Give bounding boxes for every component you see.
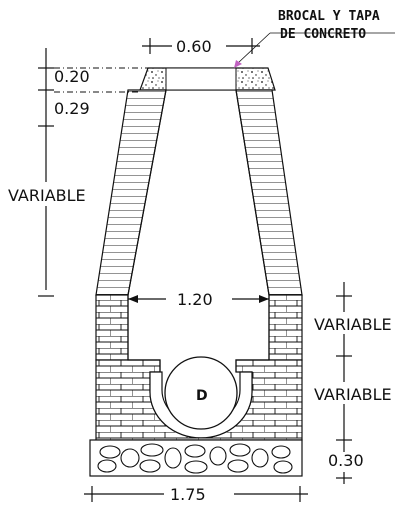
note-leader-line	[237, 32, 271, 64]
dim-inner-width: 1.20	[128, 290, 269, 309]
dim-cone-height-label: VARIABLE	[8, 186, 86, 205]
cover-opening	[165, 67, 237, 91]
left-chamber-wall	[95, 294, 129, 361]
left-cone-wall	[95, 89, 167, 296]
right-vertical-dimensions	[336, 282, 352, 484]
dim-top-width: 0.60	[142, 37, 260, 56]
dim-chamber-height-label: VARIABLE	[314, 315, 392, 334]
dim-top-width-label: 0.60	[176, 37, 212, 56]
note-line-1: BROCAL Y TAPA	[278, 9, 380, 24]
dim-base-width-label: 1.75	[170, 485, 206, 504]
note-line-2: DE CONCRETO	[280, 27, 366, 42]
dim-cover-label: 0.20	[54, 67, 90, 86]
right-cone-wall	[235, 89, 303, 296]
dim-foundation-label: 0.30	[328, 451, 364, 470]
stone-foundation	[89, 439, 303, 477]
right-chamber-wall	[268, 294, 303, 361]
dim-base-height-label: VARIABLE	[314, 385, 392, 404]
left-vertical-dimensions	[8, 48, 148, 297]
dim-collar-label: 0.29	[54, 99, 90, 118]
inner-outline	[127, 89, 270, 372]
foundation-stones	[97, 443, 293, 474]
pipe-circle	[164, 356, 238, 430]
dim-inner-width-label: 1.20	[177, 290, 213, 309]
note-leader-arrow	[234, 60, 242, 68]
dim-base-width: 1.75	[84, 485, 308, 504]
pipe-label: D	[196, 388, 208, 404]
